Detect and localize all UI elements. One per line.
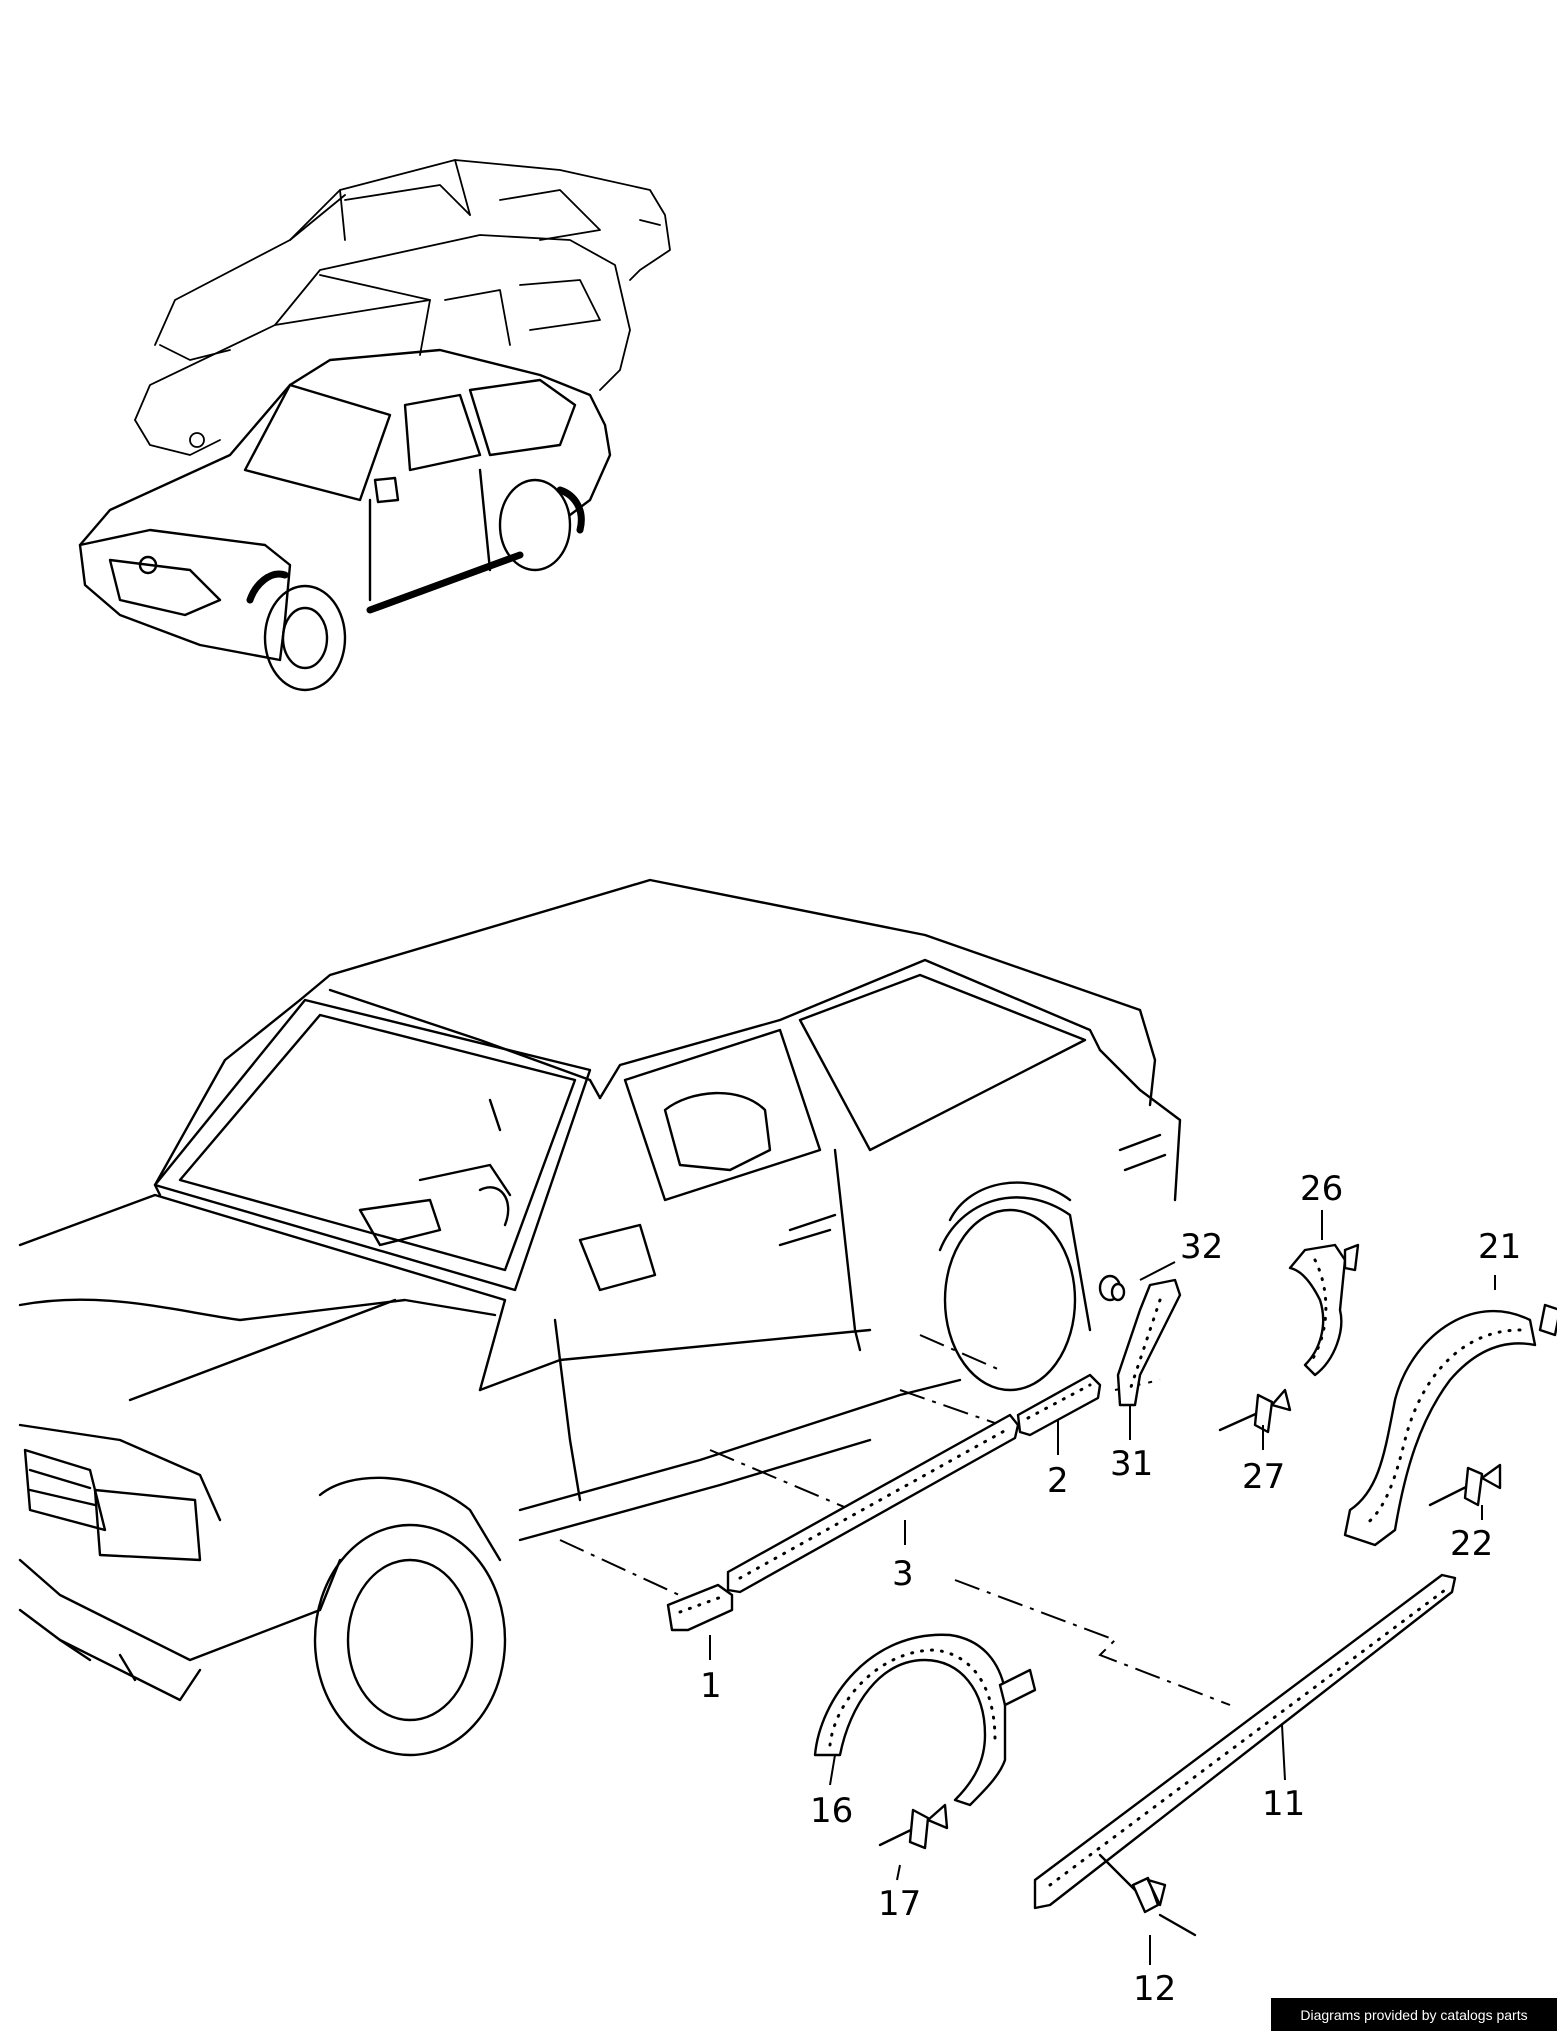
- callout-3: 3: [892, 1554, 914, 1594]
- callout-31: 31: [1110, 1444, 1153, 1484]
- vehicle-variants-thumbnail: [78, 159, 671, 692]
- callout-11: 11: [1262, 1784, 1305, 1824]
- part-22-rivet: [1428, 1463, 1502, 1507]
- callout-22: 22: [1450, 1524, 1493, 1564]
- part-26-arch-liner: [1288, 1243, 1360, 1377]
- callout-21: 21: [1478, 1227, 1521, 1267]
- part-1-sill-end-piece: [666, 1583, 734, 1632]
- thumbnail-wagon: [134, 234, 631, 456]
- part-12-rivet: [1098, 1853, 1197, 1937]
- footer-credit: Diagrams provided by catalogs parts: [1271, 1998, 1557, 2031]
- callout-2: 2: [1047, 1461, 1069, 1501]
- part-11-rocker-trim: [1033, 1573, 1457, 1910]
- thumbnail-sedan: [154, 159, 671, 361]
- thumbnail-hatchback: [78, 348, 612, 692]
- main-vehicle-outline: [18, 878, 1182, 1757]
- part-2-sill-end-piece: [1016, 1373, 1102, 1437]
- part-32-clip: [1098, 1274, 1126, 1302]
- callout-17: 17: [878, 1884, 921, 1924]
- callout-16: 16: [810, 1791, 853, 1831]
- callout-labels: 1 2 3 11 12 16 17 21 22 26 27 31 32: [700, 1169, 1521, 2009]
- part-3-sill-strip: [726, 1413, 1020, 1594]
- callout-12: 12: [1133, 1969, 1176, 2009]
- part-27-rivet: [1218, 1388, 1292, 1434]
- callout-32: 32: [1180, 1227, 1223, 1267]
- callout-27: 27: [1242, 1457, 1285, 1497]
- callout-1: 1: [700, 1666, 722, 1706]
- callout-26: 26: [1300, 1169, 1343, 1209]
- callout-leaders: [709, 1210, 1496, 1965]
- part-21-wheel-arch: [1343, 1303, 1557, 1547]
- part-31-arch-trim: [1116, 1278, 1182, 1407]
- part-16-wheel-arch: [813, 1633, 1037, 1807]
- part-17-rivet: [878, 1803, 949, 1850]
